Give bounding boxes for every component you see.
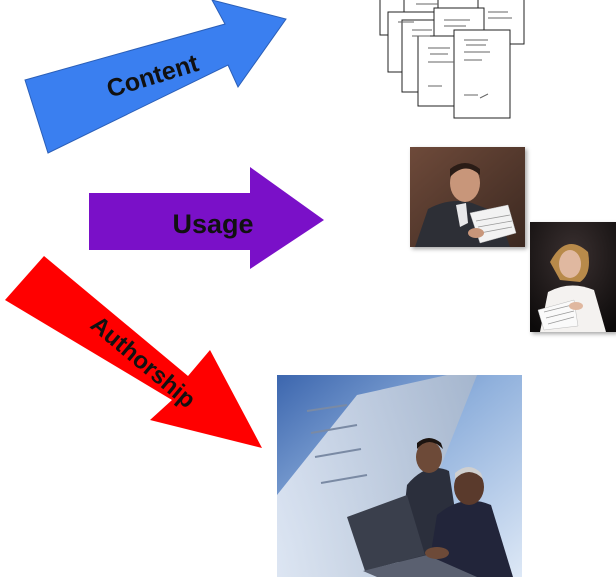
document-stack-icon	[379, 0, 525, 119]
usage-arrow: Usage	[89, 167, 324, 269]
usage-arrow-label: Usage	[172, 209, 253, 239]
authorship-arrow: Authorship	[5, 256, 262, 448]
content-arrow-shape	[24, 0, 287, 154]
man-reading-photo	[410, 147, 525, 247]
content-arrow: Content	[24, 0, 287, 154]
usage-arrow-shape	[89, 167, 324, 269]
authorship-arrow-label: Authorship	[85, 311, 200, 414]
woman-reading-photo	[530, 222, 616, 332]
authorship-arrow-shape	[5, 256, 262, 448]
business-team-laptop-photo	[277, 375, 522, 577]
